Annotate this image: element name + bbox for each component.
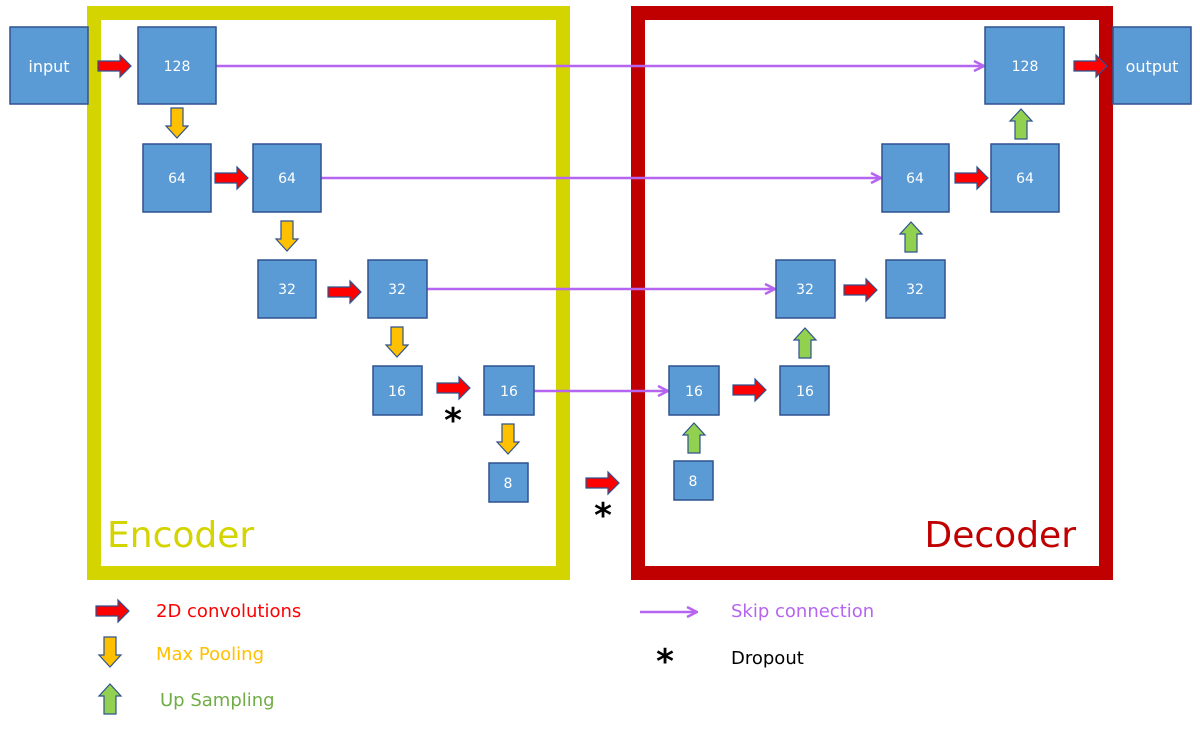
- input-label: input: [28, 57, 69, 76]
- legend-skip-label: Skip connection: [731, 601, 874, 622]
- encoder-block-32b-label: 32: [388, 282, 406, 298]
- dropout-marker-encoder: *: [444, 401, 462, 441]
- decoder-block-64b-label: 64: [1016, 171, 1034, 187]
- encoder-block-64b-label: 64: [278, 171, 296, 187]
- encoder-block-32a: 32: [257, 259, 317, 319]
- encoder-block-128: 128: [137, 26, 217, 105]
- legend-upsample-arrow-icon: [97, 683, 123, 715]
- dropout-marker-bottleneck: *: [594, 496, 612, 536]
- pool-arrow-icon: [164, 107, 190, 139]
- upsample-arrow-icon: [792, 327, 818, 359]
- legend-conv-arrow-icon: [95, 598, 130, 624]
- encoder-block-128-label: 128: [164, 59, 191, 75]
- encoder-block-64a-label: 64: [168, 171, 186, 187]
- upsample-arrow-icon: [1008, 108, 1034, 140]
- encoder-block-64a: 64: [142, 143, 212, 213]
- encoder-block-32b: 32: [367, 259, 428, 319]
- output-block: output: [1112, 26, 1192, 105]
- legend-dropout-icon: *: [656, 642, 674, 682]
- encoder-block-16b: 16: [483, 365, 535, 416]
- upsample-arrow-icon: [681, 422, 707, 454]
- decoder-block-64a-label: 64: [906, 171, 924, 187]
- decoder-block-32a: 32: [775, 259, 836, 319]
- pool-arrow-icon: [274, 220, 300, 252]
- conv-arrow-icon: [732, 377, 767, 403]
- encoder-frame: [87, 6, 570, 580]
- conv-arrow-icon: [585, 470, 620, 496]
- decoder-block-16a: 16: [668, 365, 720, 416]
- conv-arrow-icon: [843, 277, 878, 303]
- decoder-block-16a-label: 16: [685, 384, 703, 400]
- decoder-block-8-label: 8: [689, 474, 698, 490]
- legend: 2D convolutions Max Pooling Up Sampling …: [95, 598, 874, 715]
- conv-arrow-icon: [436, 375, 471, 401]
- encoder-block-16a: 16: [372, 365, 423, 416]
- conv-arrow-icon: [214, 165, 249, 191]
- pool-arrow-icon: [384, 326, 410, 358]
- conv-arrow-icon: [97, 53, 132, 79]
- decoder-block-16b: 16: [779, 365, 830, 416]
- conv-arrow-icon: [954, 165, 989, 191]
- output-label: output: [1126, 57, 1179, 76]
- decoder-block-64a: 64: [881, 143, 950, 213]
- legend-conv-label: 2D convolutions: [156, 601, 301, 622]
- decoder-block-64b: 64: [990, 143, 1060, 213]
- decoder-block-8: 8: [673, 460, 714, 501]
- conv-arrow-icon: [1073, 53, 1108, 79]
- decoder-title: Decoder: [925, 515, 1077, 556]
- input-block: input: [9, 26, 89, 105]
- legend-up-label: Up Sampling: [160, 690, 275, 711]
- decoder-frame: [631, 6, 1113, 580]
- pool-arrow-icon: [495, 423, 521, 455]
- decoder-block-32a-label: 32: [796, 282, 814, 298]
- decoder-block-128-label: 128: [1012, 59, 1039, 75]
- encoder-title: Encoder: [107, 515, 254, 556]
- decoder-block-16b-label: 16: [796, 384, 814, 400]
- legend-dropout-label: Dropout: [731, 648, 804, 669]
- decoder-block-32b-label: 32: [906, 282, 924, 298]
- encoder-block-16b-label: 16: [500, 384, 518, 400]
- encoder-block-64b: 64: [252, 143, 322, 213]
- encoder-block-8: 8: [488, 462, 529, 503]
- encoder-block-32a-label: 32: [278, 282, 296, 298]
- conv-arrow-icon: [327, 279, 362, 305]
- encoder-block-8-label: 8: [504, 476, 513, 492]
- upsample-arrow-icon: [898, 221, 924, 253]
- decoder-block-128: 128: [984, 26, 1065, 105]
- decoder-block-32b: 32: [885, 259, 946, 319]
- encoder-block-16a-label: 16: [388, 384, 406, 400]
- legend-pool-arrow-icon: [97, 636, 123, 668]
- legend-pool-label: Max Pooling: [156, 644, 264, 665]
